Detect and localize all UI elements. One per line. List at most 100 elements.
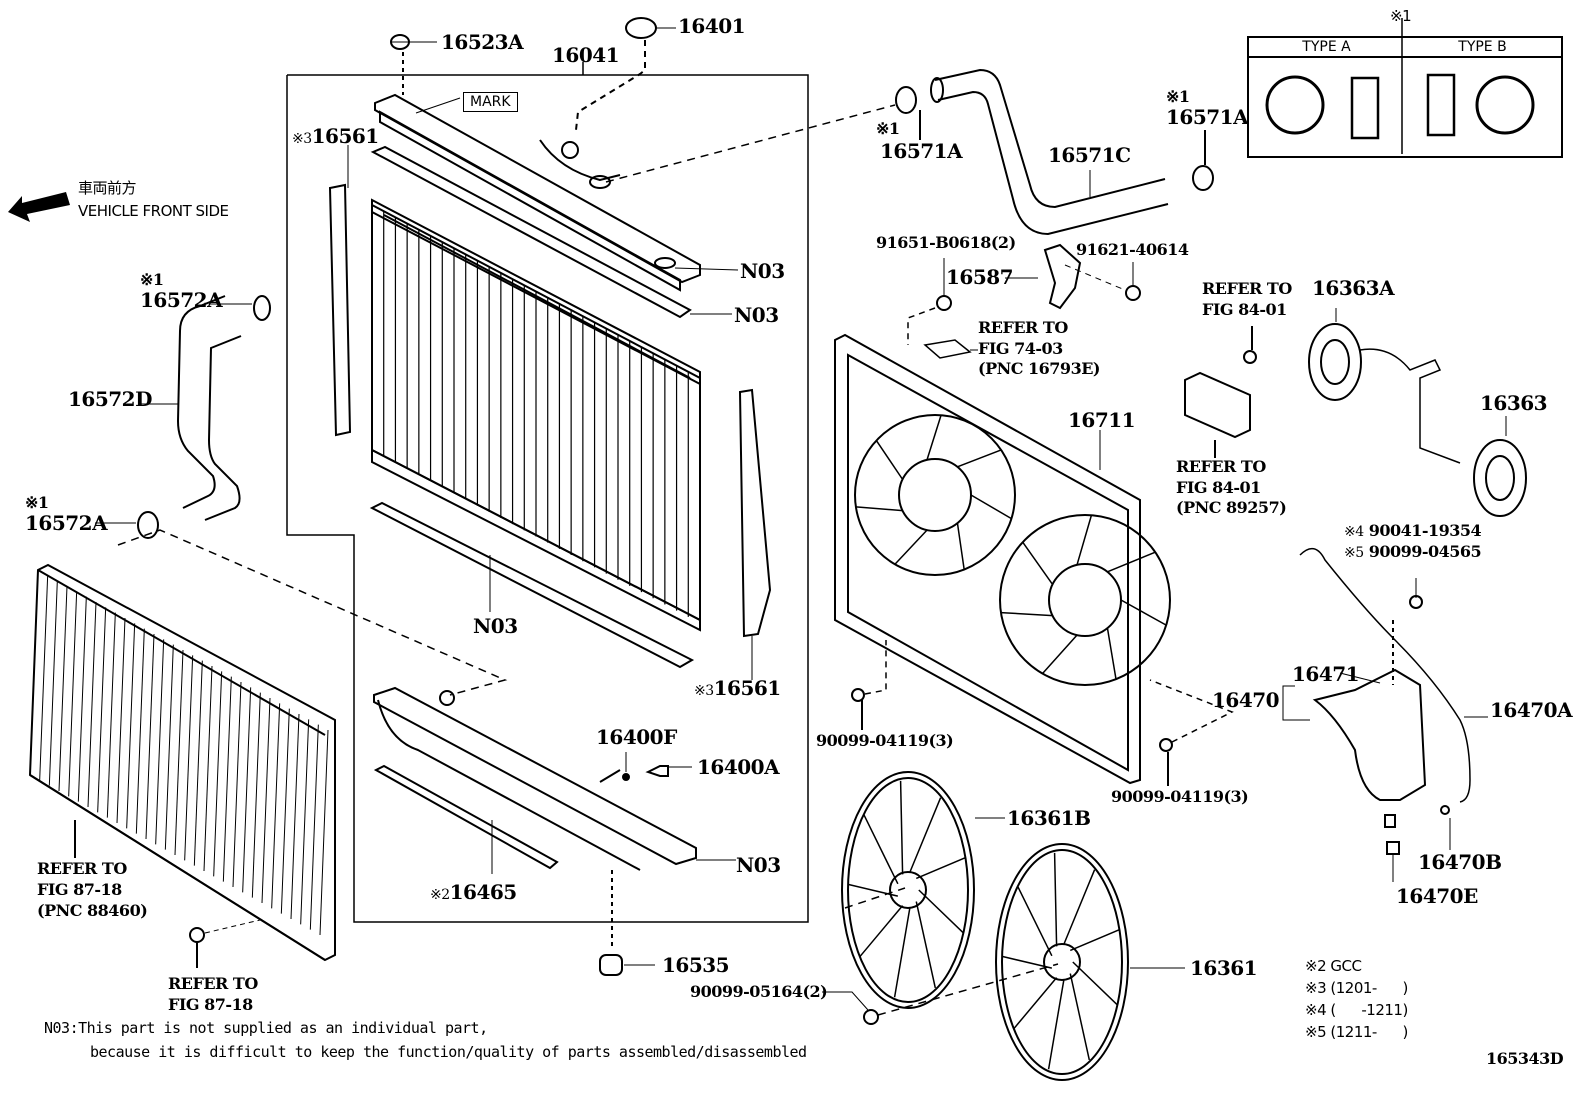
clamp-16571A-left-icon: [895, 86, 917, 114]
fin-line: [1069, 973, 1091, 1061]
label-16041[interactable]: 16041: [552, 43, 620, 67]
label-90099-05164[interactable]: 90099-05164(2): [690, 982, 828, 1001]
label-91651[interactable]: 91651-B0618(2): [876, 233, 1016, 252]
label-16363A[interactable]: 16363A: [1312, 276, 1395, 300]
label-n03-b[interactable]: N03: [734, 303, 779, 327]
refer-87-18-b-l2[interactable]: FIG 87-18: [168, 995, 253, 1014]
fin-line: [893, 907, 911, 998]
fin-line: [58, 585, 68, 792]
label-90099-04119-right[interactable]: 90099-04119(3): [1111, 787, 1249, 806]
fin-line: [135, 628, 145, 834]
label-16470E[interactable]: 16470E: [1396, 884, 1478, 908]
lower-seal-icon: [369, 501, 695, 669]
refer-84-01-b-l1[interactable]: REFER TO: [1176, 457, 1266, 476]
label-90099-04119-left[interactable]: 90099-04119(3): [816, 731, 954, 750]
clamp-type-b-icon: [1475, 75, 1535, 135]
radiator-core-icon: [371, 198, 701, 632]
fin-line: [39, 575, 49, 781]
fin-line: [319, 729, 329, 936]
lower-tank-icon: [373, 686, 697, 871]
label-16523A[interactable]: 16523A: [441, 30, 524, 54]
cap-16470E-icon: [1386, 841, 1400, 855]
fin-line: [1013, 977, 1058, 1029]
refer-84-01-a-l1[interactable]: REFER TO: [1202, 279, 1292, 298]
label-16711[interactable]: 16711: [1068, 408, 1136, 432]
label-91621[interactable]: 91621-40614: [1076, 240, 1189, 259]
fin-line: [222, 676, 232, 882]
note-mark-4: ※4: [1344, 524, 1364, 540]
footnote-text: (1201- ): [1330, 979, 1408, 997]
n03-note-line2: because it is difficult to keep the func…: [90, 1043, 807, 1061]
label-16571A-right[interactable]: 16571A: [1166, 105, 1249, 129]
clamp-16572A-bottom-icon: [137, 511, 159, 539]
label-16400A[interactable]: 16400A: [697, 755, 780, 779]
label-n03-d[interactable]: N03: [736, 853, 781, 877]
fin-line: [48, 580, 58, 786]
label-90099-04565[interactable]: 90099-04565: [1368, 542, 1482, 561]
label-n03-c[interactable]: N03: [473, 614, 518, 638]
fin-line: [859, 905, 904, 957]
n03-note-line1: N03:This part is not supplied as an indi…: [44, 1019, 488, 1037]
label-16587[interactable]: 16587: [946, 265, 1014, 289]
refer-87-18-b-l1[interactable]: REFER TO: [168, 974, 258, 993]
label-16465[interactable]: 16465: [449, 880, 518, 904]
label-16471[interactable]: 16471: [1292, 662, 1360, 686]
label-n03-a[interactable]: N03: [740, 259, 785, 283]
label-16400F[interactable]: 16400F: [596, 725, 677, 749]
fin-line: [1072, 961, 1118, 1006]
label-16572D[interactable]: 16572D: [68, 387, 152, 411]
footnote-text: (1211- ): [1330, 1023, 1408, 1041]
fin-line: [875, 440, 904, 480]
clip-16470B-icon: [1440, 805, 1450, 815]
fin-line: [847, 883, 899, 897]
upper-tank-icon: [374, 93, 739, 292]
direction-en: VEHICLE FRONT SIDE: [78, 202, 229, 220]
refer-87-18-a-l1[interactable]: REFER TO: [37, 859, 127, 878]
note-mark-1: ※1: [1390, 7, 1412, 25]
label-16535[interactable]: 16535: [662, 953, 730, 977]
fin-line: [174, 649, 184, 856]
hose-16571C-icon: [934, 68, 1166, 209]
label-16561-top[interactable]: 16561: [311, 124, 380, 148]
fin-line: [1022, 541, 1054, 585]
refer-84-01-b-l3[interactable]: (PNC 89257): [1176, 498, 1287, 517]
note-mark-1-b: ※1: [25, 493, 49, 512]
footnote-mark: ※2: [1305, 957, 1327, 975]
refer-87-18-a-l2[interactable]: FIG 87-18: [37, 880, 122, 899]
label-16470[interactable]: 16470: [1212, 688, 1280, 712]
label-16571A-left[interactable]: 16571A: [880, 139, 963, 163]
refer-74-03-l3[interactable]: (PNC 16793E): [978, 359, 1100, 378]
refer-74-03-l1[interactable]: REFER TO: [978, 318, 1068, 337]
label-90041-19354[interactable]: 90041-19354: [1368, 521, 1482, 540]
label-16470B[interactable]: 16470B: [1418, 850, 1502, 874]
refer-74-03-l2[interactable]: FIG 74-03: [978, 339, 1063, 358]
footnote-text: GCC: [1330, 957, 1362, 975]
label-16571C[interactable]: 16571C: [1048, 143, 1131, 167]
footnote-mark: ※3: [1305, 979, 1327, 997]
fin-line: [915, 901, 937, 989]
fin-line: [242, 687, 252, 893]
nut-90099-05164-icon: [863, 1009, 879, 1025]
label-16361B[interactable]: 16361B: [1007, 806, 1091, 830]
fin-line: [155, 639, 165, 845]
refer-84-01-b-l2[interactable]: FIG 84-01: [1176, 478, 1261, 497]
label-16401[interactable]: 16401: [678, 14, 746, 38]
footnotes: ※2 GCC ※3 (1201- ) ※4 ( -1211) ※5 (1211-…: [1305, 955, 1408, 1043]
label-16572A-top[interactable]: 16572A: [140, 288, 223, 312]
fin-line: [1001, 955, 1053, 969]
fin-line: [894, 529, 928, 565]
refer-87-18-a-l3[interactable]: (PNC 88460): [37, 901, 148, 920]
label-16572A-bottom[interactable]: 16572A: [25, 511, 108, 535]
refer-84-01-a-l2[interactable]: FIG 84-01: [1202, 300, 1287, 319]
label-16361[interactable]: 16361: [1190, 956, 1258, 980]
label-16363[interactable]: 16363: [1480, 391, 1548, 415]
fin-line: [203, 665, 213, 872]
footnote-mark: ※4: [1305, 1001, 1327, 1019]
label-16470A[interactable]: 16470A: [1490, 698, 1573, 722]
fan-shroud-16711-icon: [834, 333, 1171, 785]
label-16561-bottom[interactable]: 16561: [713, 676, 782, 700]
fin-line: [232, 681, 242, 888]
fin-line: [1047, 979, 1065, 1070]
fin-line: [164, 644, 174, 850]
